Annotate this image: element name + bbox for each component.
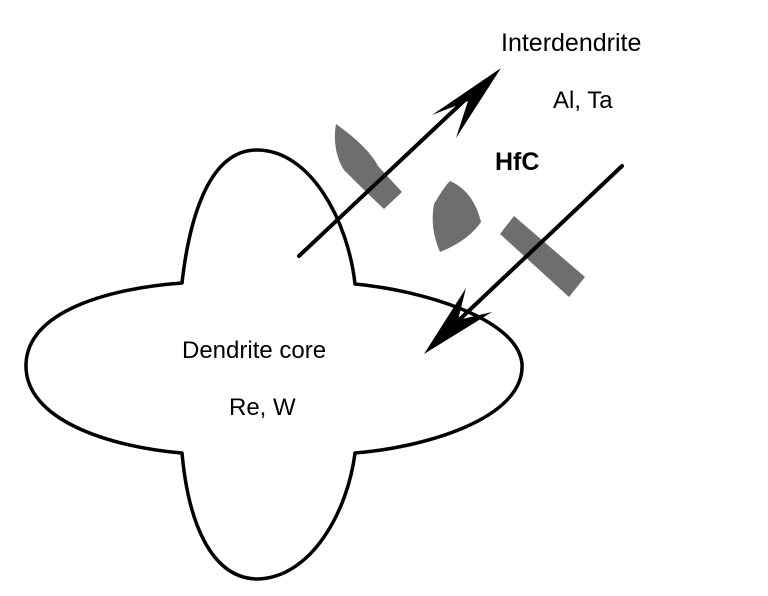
hfc-particle-middle <box>432 181 481 252</box>
hfc-particle-right <box>500 216 585 297</box>
inward-arrow-head <box>424 288 492 354</box>
hfc-particle-left <box>334 124 402 209</box>
dendrite-core-label: Dendrite core <box>182 337 326 364</box>
outward-arrow <box>297 68 501 258</box>
outward-arrow-head <box>432 68 501 138</box>
outward-arrow-shaft <box>297 80 486 258</box>
dendrite-outline <box>24 148 524 581</box>
interdendrite-elements-label: Al, Ta <box>553 87 613 114</box>
inward-arrow-shaft <box>438 164 624 340</box>
hfc-particles <box>334 124 585 297</box>
core-elements-label: Re, W <box>229 394 296 421</box>
interdendrite-label: Interdendrite <box>501 29 641 57</box>
inward-arrow <box>424 164 624 354</box>
hfc-label: HfC <box>495 148 539 176</box>
